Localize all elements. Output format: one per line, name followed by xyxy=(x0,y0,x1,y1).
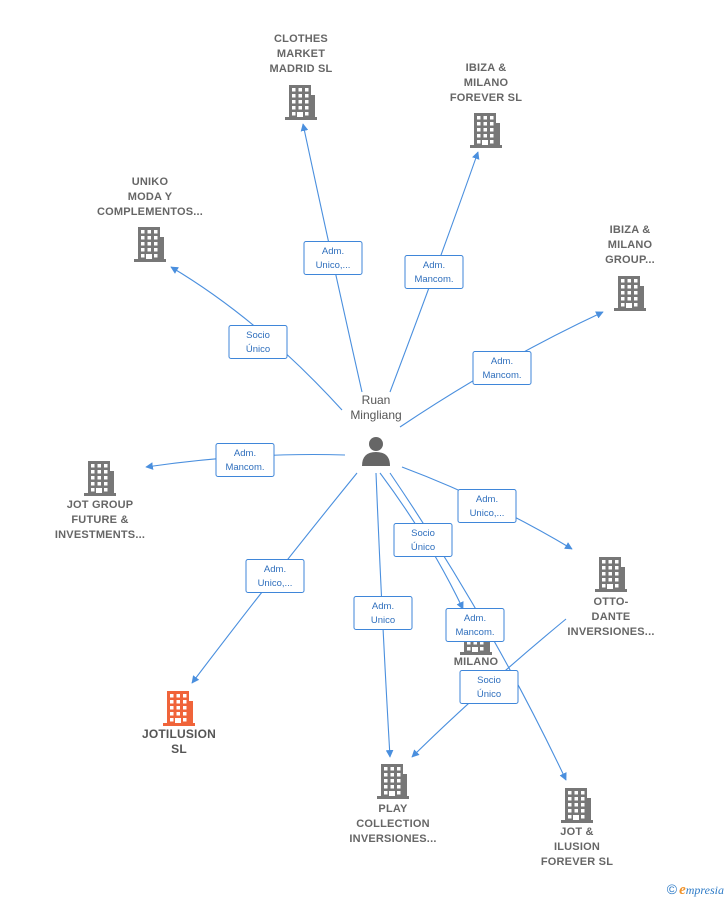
company-name: JOTILUSION xyxy=(142,727,216,741)
company-name: MADRID SL xyxy=(270,63,333,75)
company-name: JOT & xyxy=(560,826,593,838)
company-name: FOREVER SL xyxy=(450,92,522,104)
company-name: COLLECTION xyxy=(356,818,430,830)
person-name: Ruan xyxy=(362,393,391,407)
company-name: INVESTMENTS... xyxy=(55,529,145,541)
relation-label-text: Unico xyxy=(371,615,395,626)
company-name: CLOTHES xyxy=(274,33,328,45)
edge-labels-layer: Adm.Unico,...Adm.Mancom.SocioÚnicoAdm.Ma… xyxy=(215,241,532,704)
relation-label-text: Único xyxy=(246,344,270,355)
relation-label-text: Adm. xyxy=(264,564,286,575)
building-icon[interactable] xyxy=(614,276,646,311)
building-icon[interactable] xyxy=(561,788,593,823)
company-name: MODA Y xyxy=(128,191,173,203)
relation-label-clothes[interactable]: Adm. Unico,... xyxy=(303,241,363,275)
company-name: SL xyxy=(171,742,187,756)
building-icon[interactable] xyxy=(285,85,317,120)
relation-label-text: Socio xyxy=(411,528,435,539)
relation-label-text: Unico,... xyxy=(258,578,293,589)
relation-label-text: Unico,... xyxy=(470,508,505,519)
company-node-uniko[interactable]: UNIKO MODA Y COMPLEMENTOS... xyxy=(97,176,203,262)
relation-label-text: Adm. xyxy=(372,601,394,612)
relation-label-otto[interactable]: Adm. Unico,... xyxy=(457,489,517,523)
company-node-ibiza-group[interactable]: IBIZA & MILANO GROUP... xyxy=(605,224,655,311)
company-name: OTTO- xyxy=(593,596,628,608)
relation-label-jot-group[interactable]: Adm. Mancom. xyxy=(215,443,275,477)
company-name: UNIKO xyxy=(132,176,169,188)
company-node-ibiza-forever[interactable]: IBIZA & MILANO FOREVER SL xyxy=(450,62,522,148)
company-name: IBIZA & xyxy=(610,224,651,236)
building-icon[interactable] xyxy=(134,227,166,262)
person-icon xyxy=(362,437,390,466)
relation-label-text: Adm. xyxy=(491,356,513,367)
company-node-otto[interactable]: OTTO- DANTE INVERSIONES... xyxy=(567,557,654,638)
relation-label-ibiza-group[interactable]: Adm. Mancom. xyxy=(472,351,532,385)
empresia-logo: ©empresia xyxy=(667,881,724,899)
company-name: MILANO xyxy=(454,656,499,668)
relation-label-text: Único xyxy=(411,542,435,553)
company-node-play[interactable]: PLAY COLLECTION INVERSIONES... xyxy=(349,764,436,845)
brand-name: mpresia xyxy=(685,883,724,897)
relation-label-text: Adm. xyxy=(322,246,344,257)
relation-label-text: Adm. xyxy=(423,260,445,271)
company-name: JOT GROUP xyxy=(67,499,134,511)
company-name: FUTURE & xyxy=(71,514,128,526)
building-icon[interactable] xyxy=(470,113,502,148)
relation-label-text: Socio xyxy=(477,675,501,686)
company-name: PLAY xyxy=(378,803,408,815)
company-node-jot-group[interactable]: JOT GROUP FUTURE & INVESTMENTS... xyxy=(55,461,145,541)
relation-label-play[interactable]: Adm. Unico xyxy=(353,596,413,630)
company-name: FOREVER SL xyxy=(541,856,613,868)
company-name: IBIZA & xyxy=(466,62,507,74)
company-name: MILANO xyxy=(464,77,509,89)
relation-label-jot-ilusion[interactable]: Adm. Mancom. xyxy=(445,608,505,642)
relation-label-text: Adm. xyxy=(234,448,256,459)
company-name: INVERSIONES... xyxy=(349,833,436,845)
company-node-clothes[interactable]: CLOTHES MARKET MADRID SL xyxy=(270,33,333,120)
company-name: MARKET xyxy=(277,48,325,60)
edges-layer xyxy=(145,123,604,781)
building-icon[interactable] xyxy=(595,557,627,592)
company-name: MILANO xyxy=(608,239,653,251)
relation-label-jotilusion[interactable]: Adm. Unico,... xyxy=(245,559,305,593)
building-icon[interactable] xyxy=(84,461,116,496)
relation-label-text: Mancom. xyxy=(455,627,494,638)
relation-label-text: Único xyxy=(477,689,501,700)
copyright-icon: © xyxy=(666,881,678,897)
building-icon[interactable] xyxy=(377,764,409,799)
relation-label-text: Adm. xyxy=(476,494,498,505)
relation-label-ibiza-forever[interactable]: Adm. Mancom. xyxy=(404,255,464,289)
relation-label-text: Mancom. xyxy=(414,274,453,285)
company-name: DANTE xyxy=(592,611,631,623)
company-node-jot-ilusion[interactable]: JOT & ILUSION FOREVER SL xyxy=(541,788,613,868)
company-name: ILUSION xyxy=(554,841,600,853)
relation-label-text: Adm. xyxy=(464,613,486,624)
relation-label-text: Socio xyxy=(246,330,270,341)
relation-label-text: Mancom. xyxy=(225,462,264,473)
company-name: COMPLEMENTOS... xyxy=(97,206,203,218)
company-name: GROUP... xyxy=(605,254,655,266)
brand-initial: e xyxy=(679,882,686,898)
company-name: INVERSIONES... xyxy=(567,626,654,638)
person-name: Mingliang xyxy=(350,408,401,422)
relation-label-text: Unico,... xyxy=(316,260,351,271)
building-icon[interactable] xyxy=(163,691,195,726)
relation-label-text: Mancom. xyxy=(482,370,521,381)
